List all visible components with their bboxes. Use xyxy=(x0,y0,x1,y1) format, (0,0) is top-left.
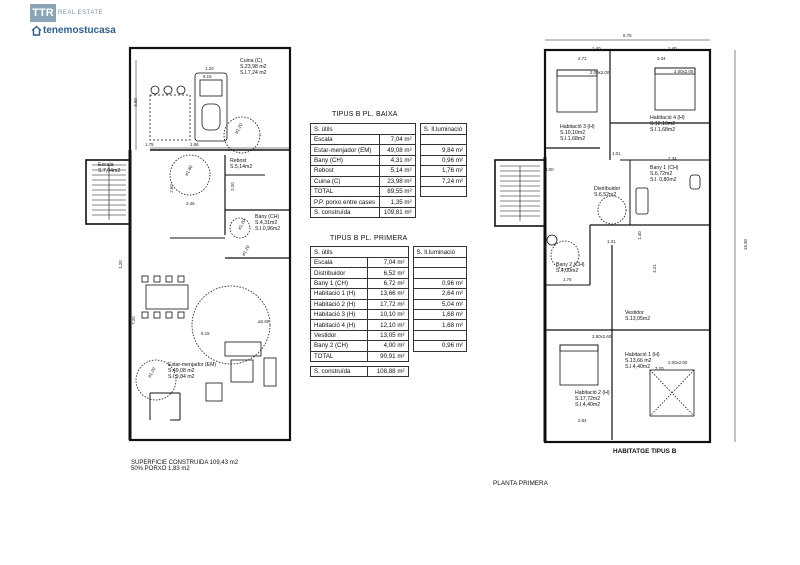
dim-label: 2.00x2.00 xyxy=(668,360,688,365)
dim-label: 1.40 xyxy=(668,46,677,51)
table-primera-title: TIPUS B PL. PRIMERA xyxy=(330,235,408,242)
first-floor-walls xyxy=(494,48,712,444)
dim-label: 6.75 xyxy=(623,33,632,38)
dim-label: 2.71 xyxy=(578,56,587,61)
brand-logo: TTR xyxy=(30,4,56,22)
house-type-caption: HABITATGE TIPUS B xyxy=(613,448,677,455)
dim-label: 3.34 xyxy=(657,56,666,61)
house-outline-icon xyxy=(31,25,42,36)
table-header: S. Il.luminació xyxy=(419,123,468,135)
dim-label: 3.00 xyxy=(545,167,554,172)
room-label-bathroom-2: Bany 2 (CH)S.4,00m2 xyxy=(556,262,585,274)
dim-label: 2.60 xyxy=(168,184,174,193)
kitchen-fixtures xyxy=(149,72,261,196)
ground-floor-stairs xyxy=(92,164,126,220)
dim-label: 1.40 xyxy=(636,231,642,240)
dim-label: 2.34 xyxy=(668,156,677,161)
first-floor-stairs xyxy=(500,165,540,221)
brand-site-name: tenemostucasa xyxy=(43,25,116,36)
table-baixa-title: TIPUS B PL. BAIXA xyxy=(332,111,398,118)
ground-floor-walls xyxy=(85,46,292,442)
dim-label: 2.00x2.00 xyxy=(590,70,610,75)
table-header: S. útils xyxy=(310,123,416,135)
dim-label: 1.20 xyxy=(117,260,123,269)
dim-label: 2.80x2.60 xyxy=(592,334,612,339)
dim-label: ø2.60 xyxy=(258,319,270,324)
dim-label: 1.75 xyxy=(145,142,154,147)
dim-label: 2.46 xyxy=(186,201,195,206)
dim-label: 2.00x2.00 xyxy=(674,69,694,74)
living-room-furniture xyxy=(135,217,277,402)
dimension-lines xyxy=(135,39,736,442)
dim-label: 1.40 xyxy=(592,46,601,51)
dim-label: 6.15 xyxy=(201,331,210,336)
dim-label: 2.20 xyxy=(229,182,235,191)
dim-label: 2.84 xyxy=(578,418,587,423)
dim-label: 1.01 xyxy=(612,151,621,156)
dim-label: 3.90 xyxy=(132,98,138,107)
dim-label: 1.86 xyxy=(190,142,199,147)
dim-label: 1.76 xyxy=(563,277,572,282)
dim-label: 7.20 xyxy=(130,316,136,325)
brand-logo-subtitle: REAL ESTATE xyxy=(58,10,104,16)
dim-label: 4.21 xyxy=(651,264,657,273)
dim-label: 3.20 xyxy=(655,366,664,371)
dim-label: 6.15 xyxy=(203,74,212,79)
first-floor-furniture xyxy=(546,67,701,417)
table-header: S. Il.luminació xyxy=(412,246,468,258)
dim-label: 15.50 xyxy=(743,239,748,250)
table-header: S. útils xyxy=(310,246,409,258)
first-floor-caption: PLANTA PRIMERA xyxy=(493,480,548,487)
dim-label: 1.31 xyxy=(607,239,616,244)
dim-label: 1.20 xyxy=(205,66,214,71)
